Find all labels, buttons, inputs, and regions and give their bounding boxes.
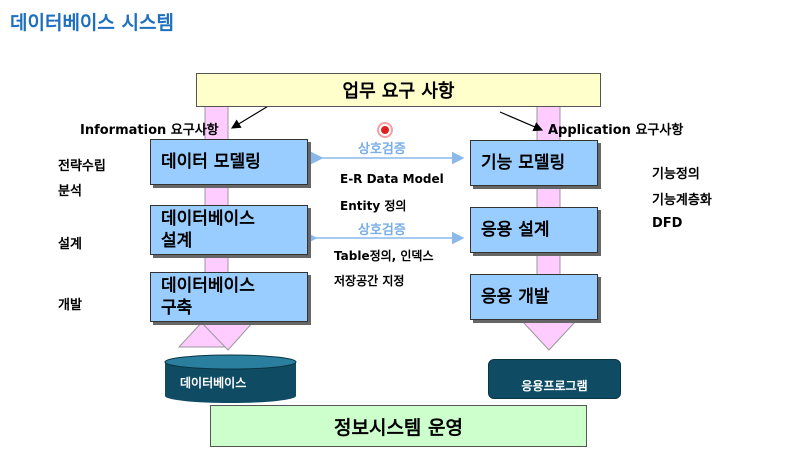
cross-verify-label-2: 상호검증 [358, 223, 406, 238]
right-flow-arrowhead [520, 320, 578, 351]
cross-verify-label-1: 상호검증 [358, 142, 406, 157]
application-requirements-label: Application 요구사항 [548, 123, 684, 138]
information-requirements-label: Information 요구사항 [80, 123, 219, 138]
right-label-dfd: DFD [652, 216, 683, 231]
application-development-label: 응용 개발 [481, 287, 550, 307]
er-data-model-text: E-R Data Model [340, 172, 444, 186]
application-program-box: 응용프로그램 [488, 359, 621, 399]
application-program-label: 응용프로그램 [521, 379, 588, 393]
right-label-function-hierarchy: 기능계층화 [652, 193, 712, 208]
cursor-dot [381, 126, 389, 134]
function-modeling-label: 기능 모델링 [481, 153, 566, 173]
entity-definition-text: Entity 정의 [340, 199, 407, 213]
application-design-label: 응용 설계 [481, 220, 550, 240]
information-system-operation-box: 정보시스템 운영 [210, 405, 587, 447]
phase-label-development: 개발 [58, 298, 82, 313]
page-title: 데이터베이스 시스템 [10, 12, 174, 34]
data-modeling-box: 데이터 모델링 [150, 139, 308, 185]
business-requirements-label: 업무 요구 사항 [342, 81, 455, 102]
database-design-label: 데이터베이스 설계 [161, 209, 255, 251]
application-development-box: 응용 개발 [470, 274, 598, 320]
right-label-function-definition: 기능정의 [652, 167, 700, 182]
information-system-operation-label: 정보시스템 운영 [334, 416, 463, 439]
database-build-label: 데이터베이스 구축 [161, 276, 255, 318]
storage-space-text: 저장공간 지정 [334, 274, 405, 288]
application-design-box: 응용 설계 [470, 207, 598, 253]
phase-label-analysis: 분석 [58, 184, 82, 199]
phase-label-strategy: 전략수립 [58, 159, 106, 174]
right-req-connector [499, 111, 544, 132]
database-cylinder [164, 354, 297, 403]
business-requirements-box: 업무 요구 사항 [196, 73, 601, 107]
database-label: 데이터베이스 [180, 376, 247, 390]
database-design-box: 데이터베이스 설계 [150, 205, 308, 255]
data-modeling-label: 데이터 모델링 [161, 152, 261, 172]
left-req-connector [230, 104, 271, 129]
phase-label-design: 설계 [58, 237, 82, 252]
database-build-box: 데이터베이스 구축 [150, 272, 308, 322]
function-modeling-box: 기능 모델링 [470, 140, 598, 186]
table-index-definition-text: Table정의, 인덱스 [334, 249, 434, 263]
